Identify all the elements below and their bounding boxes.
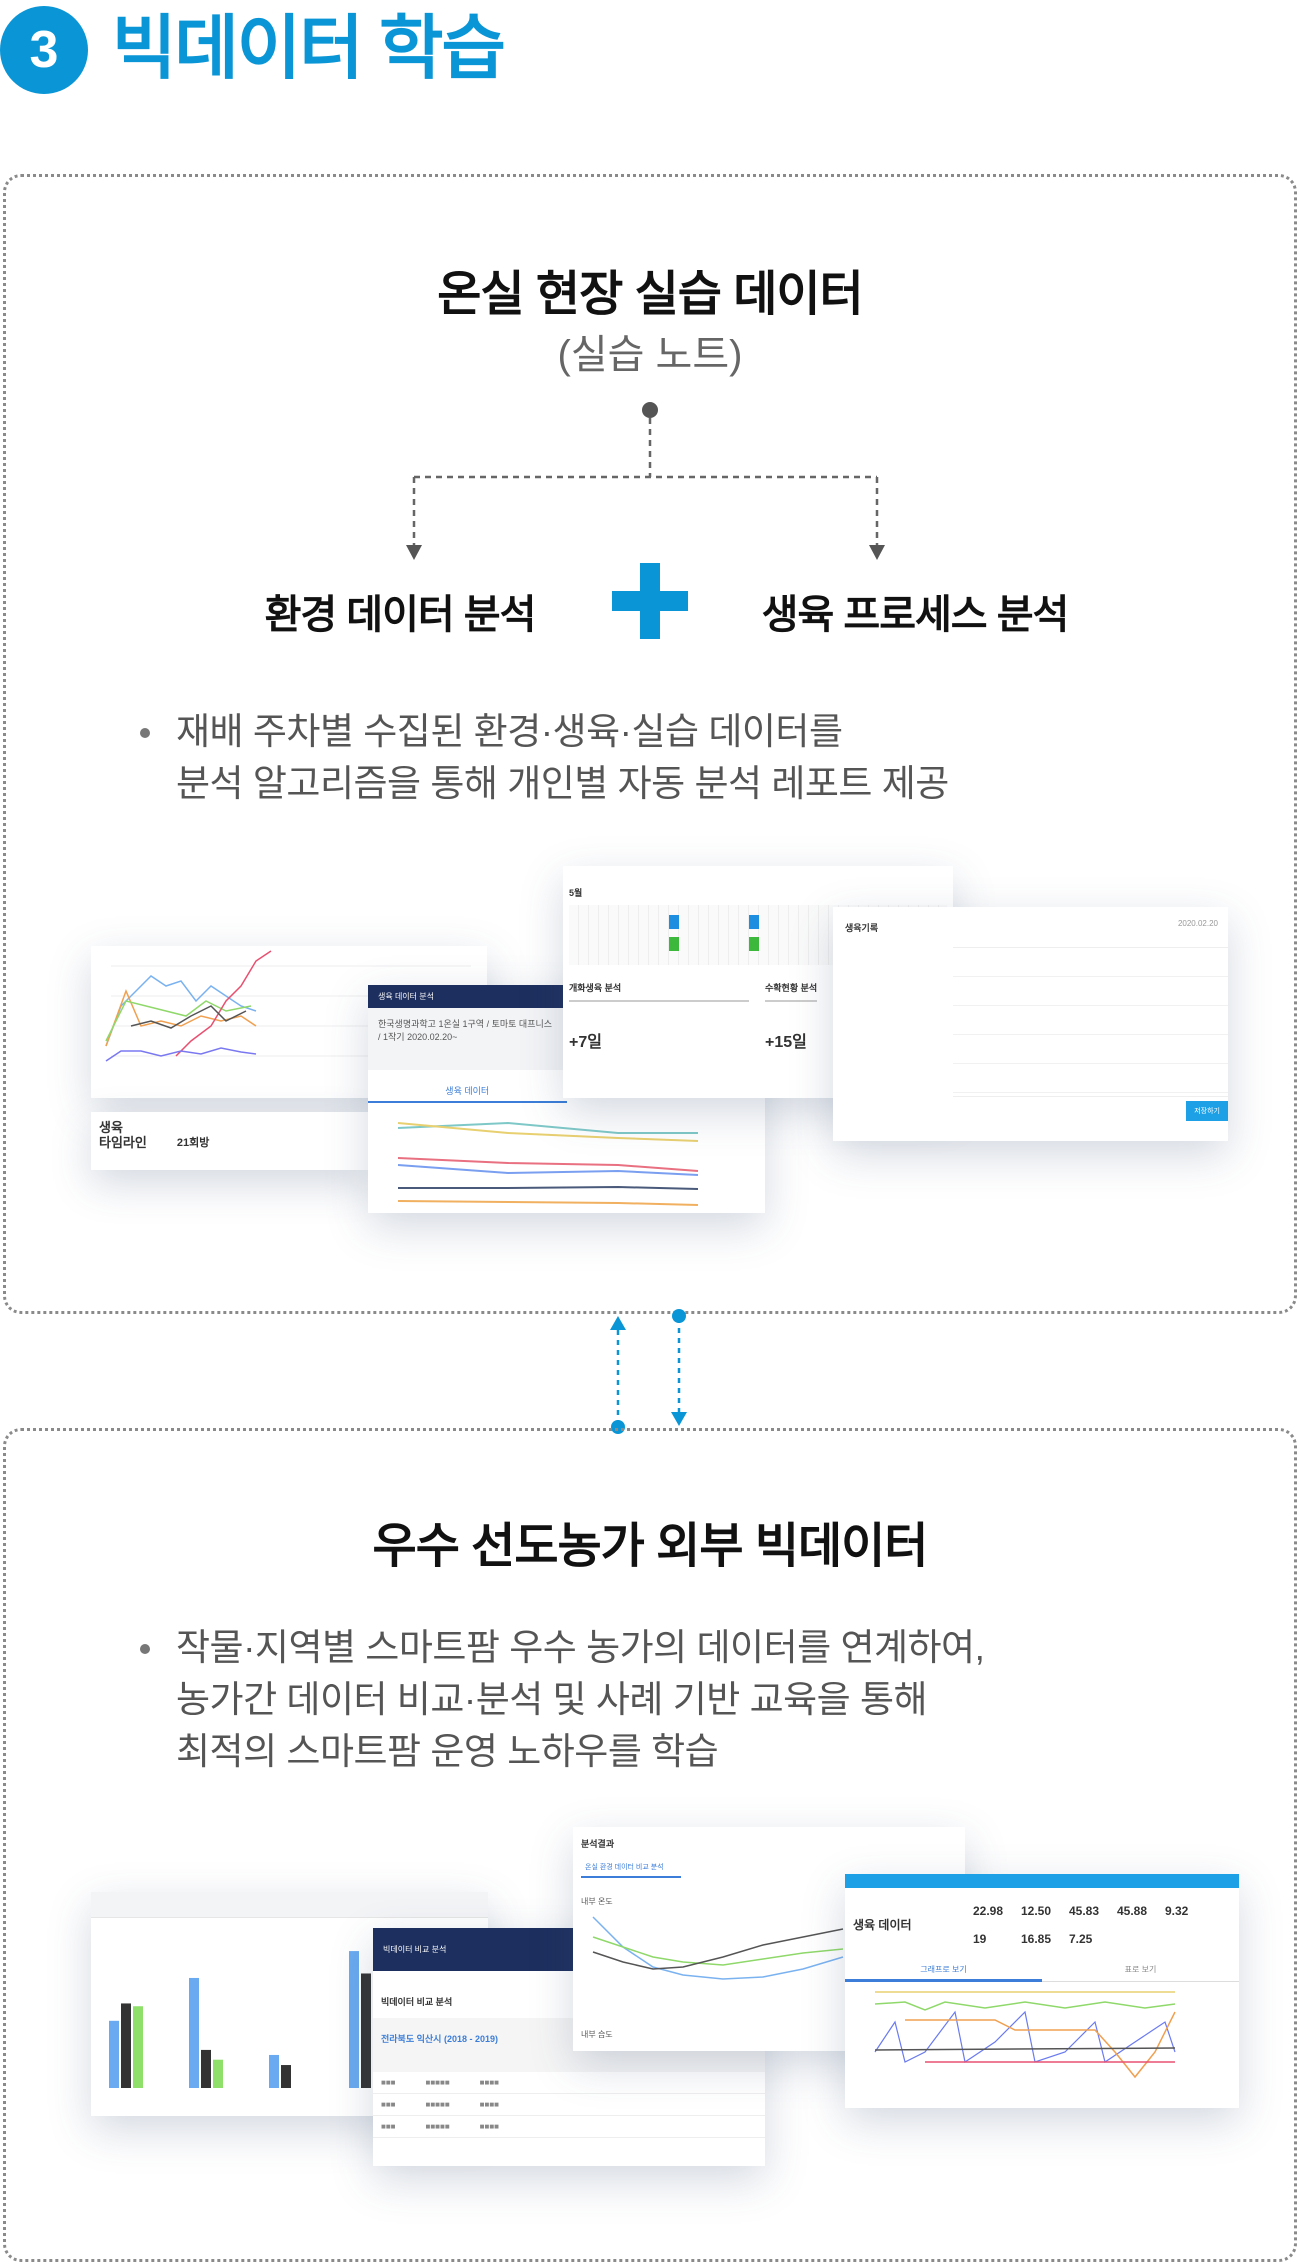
growth-value: 22.98 (973, 1904, 1004, 1918)
tab-growth-data[interactable]: 생육 데이터 (368, 1070, 567, 1103)
tab-table-view[interactable]: 표로 보기 (1042, 1960, 1239, 1982)
bar (201, 2049, 211, 2088)
bar (121, 2003, 131, 2088)
bar (361, 1973, 371, 2088)
external-bigdata-section (3, 1428, 1297, 2262)
bar (281, 2065, 291, 2088)
growth-value: 45.88 (1117, 1904, 1148, 1918)
page-title: 빅데이터 학습 (112, 9, 506, 87)
branch-connector (406, 402, 885, 560)
tab-environment-compare[interactable]: 온실 환경 데이터 비교 분석 (581, 1858, 681, 1878)
bar (213, 2059, 223, 2088)
section2-bullets: 작물·지역별 스마트팜 우수 농가의 데이터를 연계하여,농가간 데이터 비교·… (140, 1622, 985, 1778)
growth-value: 19 (973, 1932, 987, 1946)
growth-value: 9.32 (1165, 1904, 1189, 1918)
bar (269, 2054, 279, 2088)
growth-value: 16.85 (1021, 1932, 1052, 1946)
section2-title: 우수 선도농가 외부 빅데이터 (372, 1520, 929, 1573)
step-number-badge: 3 (0, 6, 88, 94)
bullet-item: 작물·지역별 스마트팜 우수 농가의 데이터를 연계하여,농가간 데이터 비교·… (140, 1622, 985, 1778)
bidirectional-arrows (610, 1309, 687, 1434)
growth-value: 7.25 (1069, 1932, 1093, 1946)
growth-timeline-thumbnail: 생육 타임라인 21회방 (91, 1112, 368, 1170)
bar (349, 1951, 359, 2088)
bar (133, 2006, 143, 2088)
plus-icon (612, 563, 688, 639)
bar (109, 2020, 119, 2088)
bar (189, 1977, 199, 2088)
save-button[interactable]: 저장하기 (1186, 1101, 1228, 1121)
section1-title: 온실 현장 실습 데이터 (437, 268, 863, 321)
section1-subtitle: (실습 노트) (557, 333, 743, 377)
environment-analysis-label: 환경 데이터 분석 (264, 593, 537, 637)
greenhouse-data-section (3, 174, 1297, 1314)
growth-value: 45.83 (1069, 1904, 1100, 1918)
tab-graph-view[interactable]: 그래프로 보기 (845, 1960, 1042, 1982)
growth-process-label: 생육 프로세스 분석 (761, 593, 1070, 637)
growth-record-form-thumbnail: 생육기록 2020.02.20 저장하기 (833, 907, 1228, 1141)
growth-value: 12.50 (1021, 1904, 1052, 1918)
growth-analysis-info: 한국생명과학고 1온실 1구역 / 토마토 대프니스 / 1작기 2020.02… (378, 1019, 553, 1042)
